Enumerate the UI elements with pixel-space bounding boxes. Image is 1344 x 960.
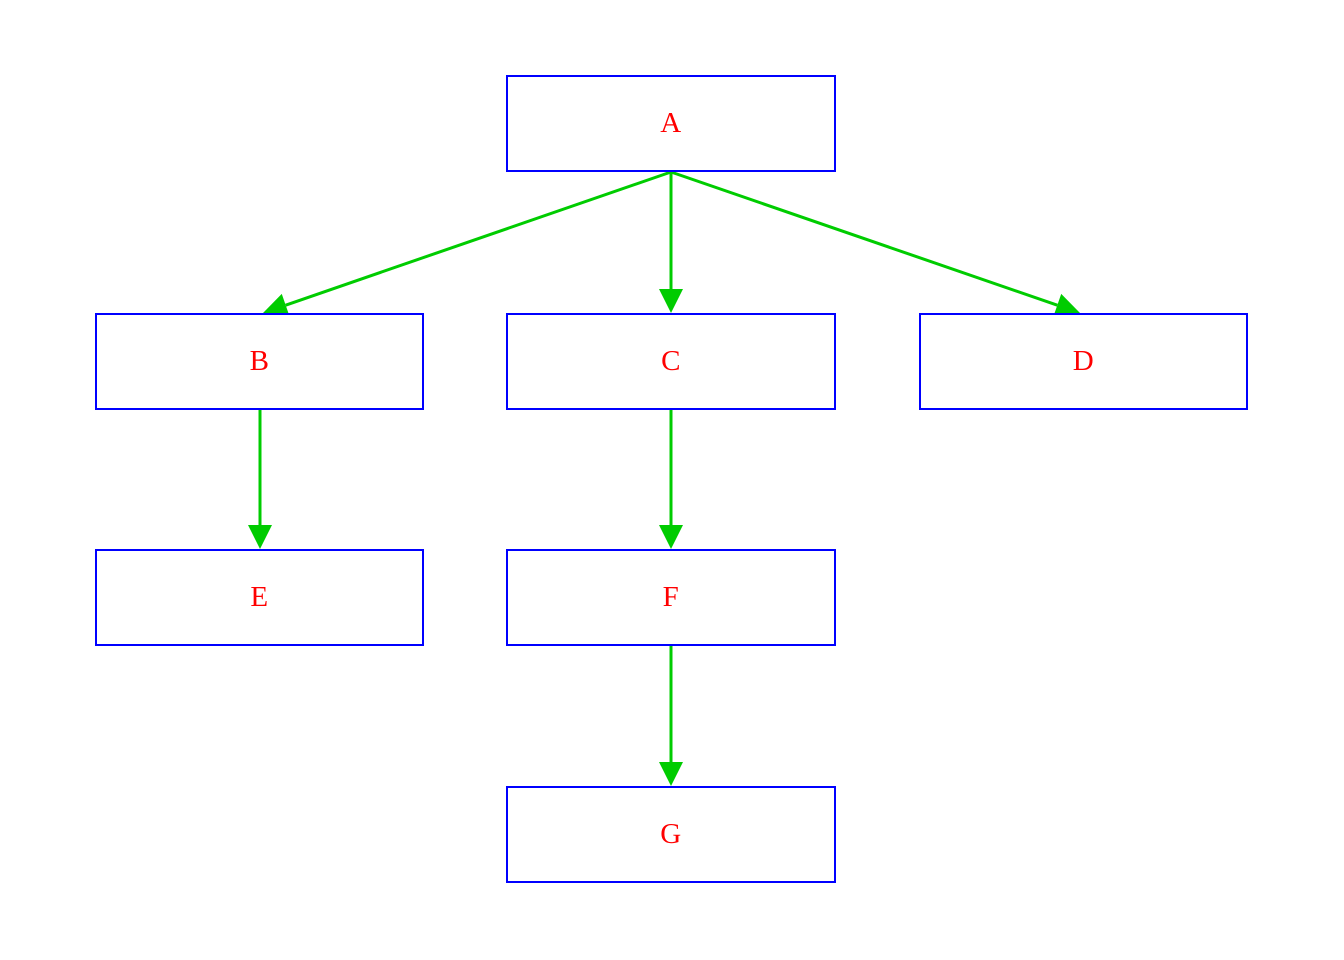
- edge-a-c: [659, 172, 683, 313]
- arrowhead-icon: [659, 762, 683, 786]
- node-e[interactable]: E: [95, 549, 424, 646]
- node-b-label: B: [249, 345, 270, 377]
- edge-a-b: [263, 170, 672, 317]
- edge-line: [285, 170, 672, 307]
- node-a[interactable]: A: [506, 75, 836, 172]
- arrowhead-icon: [248, 525, 272, 549]
- edge-c-f: [659, 410, 683, 549]
- node-g-label: G: [660, 818, 682, 850]
- edge-line: [670, 170, 1058, 307]
- node-a-label: A: [660, 107, 682, 139]
- arrowhead-icon: [659, 289, 683, 313]
- edge-a-d: [670, 170, 1080, 317]
- arrowhead-icon: [659, 525, 683, 549]
- node-c[interactable]: C: [506, 313, 836, 410]
- edge-b-e: [248, 410, 272, 549]
- node-g[interactable]: G: [506, 786, 836, 883]
- edge-f-g: [659, 646, 683, 786]
- node-f[interactable]: F: [506, 549, 836, 646]
- node-b[interactable]: B: [95, 313, 424, 410]
- node-c-label: C: [661, 345, 681, 377]
- node-e-label: E: [250, 581, 269, 613]
- node-d[interactable]: D: [919, 313, 1248, 410]
- node-d-label: D: [1072, 345, 1095, 377]
- node-f-label: F: [662, 581, 680, 613]
